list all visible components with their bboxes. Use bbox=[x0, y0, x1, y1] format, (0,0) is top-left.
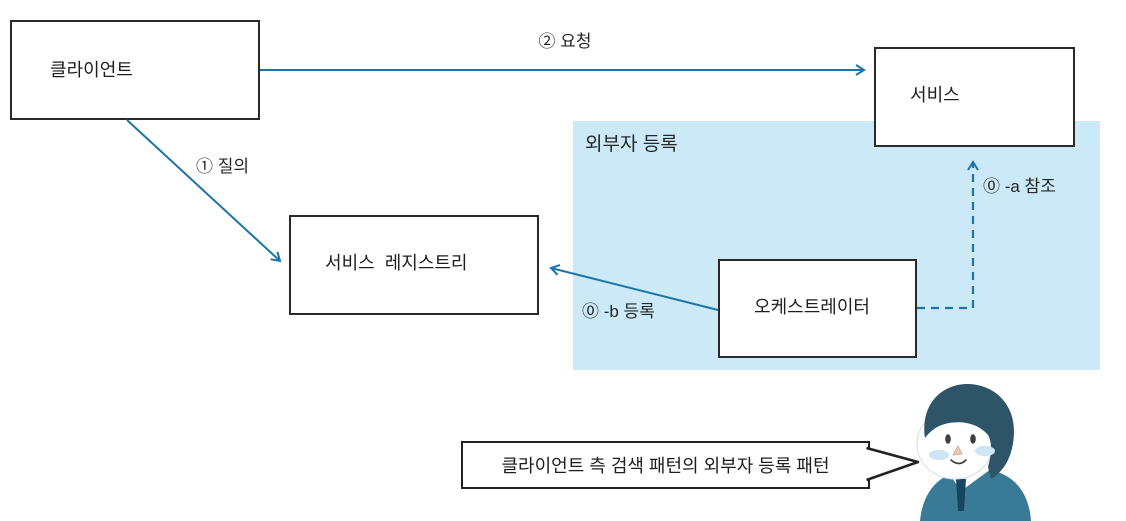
mascot-tie bbox=[956, 479, 966, 511]
callout-bubble: 클라이언트 측 검색 패턴의 외부자 등록 패턴 bbox=[461, 441, 870, 489]
node-service-label: 서비스 bbox=[910, 85, 960, 105]
node-client: 클라이언트 bbox=[10, 20, 260, 120]
node-client-label: 클라이언트 bbox=[50, 60, 133, 80]
node-service: 서비스 bbox=[874, 47, 1075, 147]
mascot-hair bbox=[924, 384, 1015, 479]
node-service-registry-label: 서비스 레지스트리 bbox=[325, 253, 468, 273]
edge-register-label: ⓪ -b 등록 bbox=[582, 302, 655, 321]
node-service-registry: 서비스 레지스트리 bbox=[289, 215, 539, 315]
node-orchestrator-label: 오케스트레이터 bbox=[754, 297, 870, 317]
mascot-cheek-left bbox=[929, 449, 949, 461]
node-orchestrator: 오케스트레이터 bbox=[718, 259, 917, 358]
callout-text: 클라이언트 측 검색 패턴의 외부자 등록 패턴 bbox=[501, 456, 830, 476]
edge-query-label: ① 질의 bbox=[196, 157, 250, 176]
mascot-eye-left bbox=[945, 434, 951, 444]
mascot-character bbox=[916, 384, 1031, 521]
region-label: 외부자 등록 bbox=[585, 134, 678, 155]
mascot-eye-right bbox=[970, 434, 976, 444]
edge-reference-label: ⓪ -a 참조 bbox=[983, 177, 1056, 196]
mascot-cheek-right bbox=[975, 445, 995, 457]
mascot-suit bbox=[920, 469, 1031, 521]
mascot-mouth bbox=[950, 459, 967, 465]
edge-request-label: ② 요청 bbox=[538, 32, 592, 51]
mascot-nose bbox=[952, 445, 963, 456]
edge-query-arrow bbox=[126, 119, 282, 263]
